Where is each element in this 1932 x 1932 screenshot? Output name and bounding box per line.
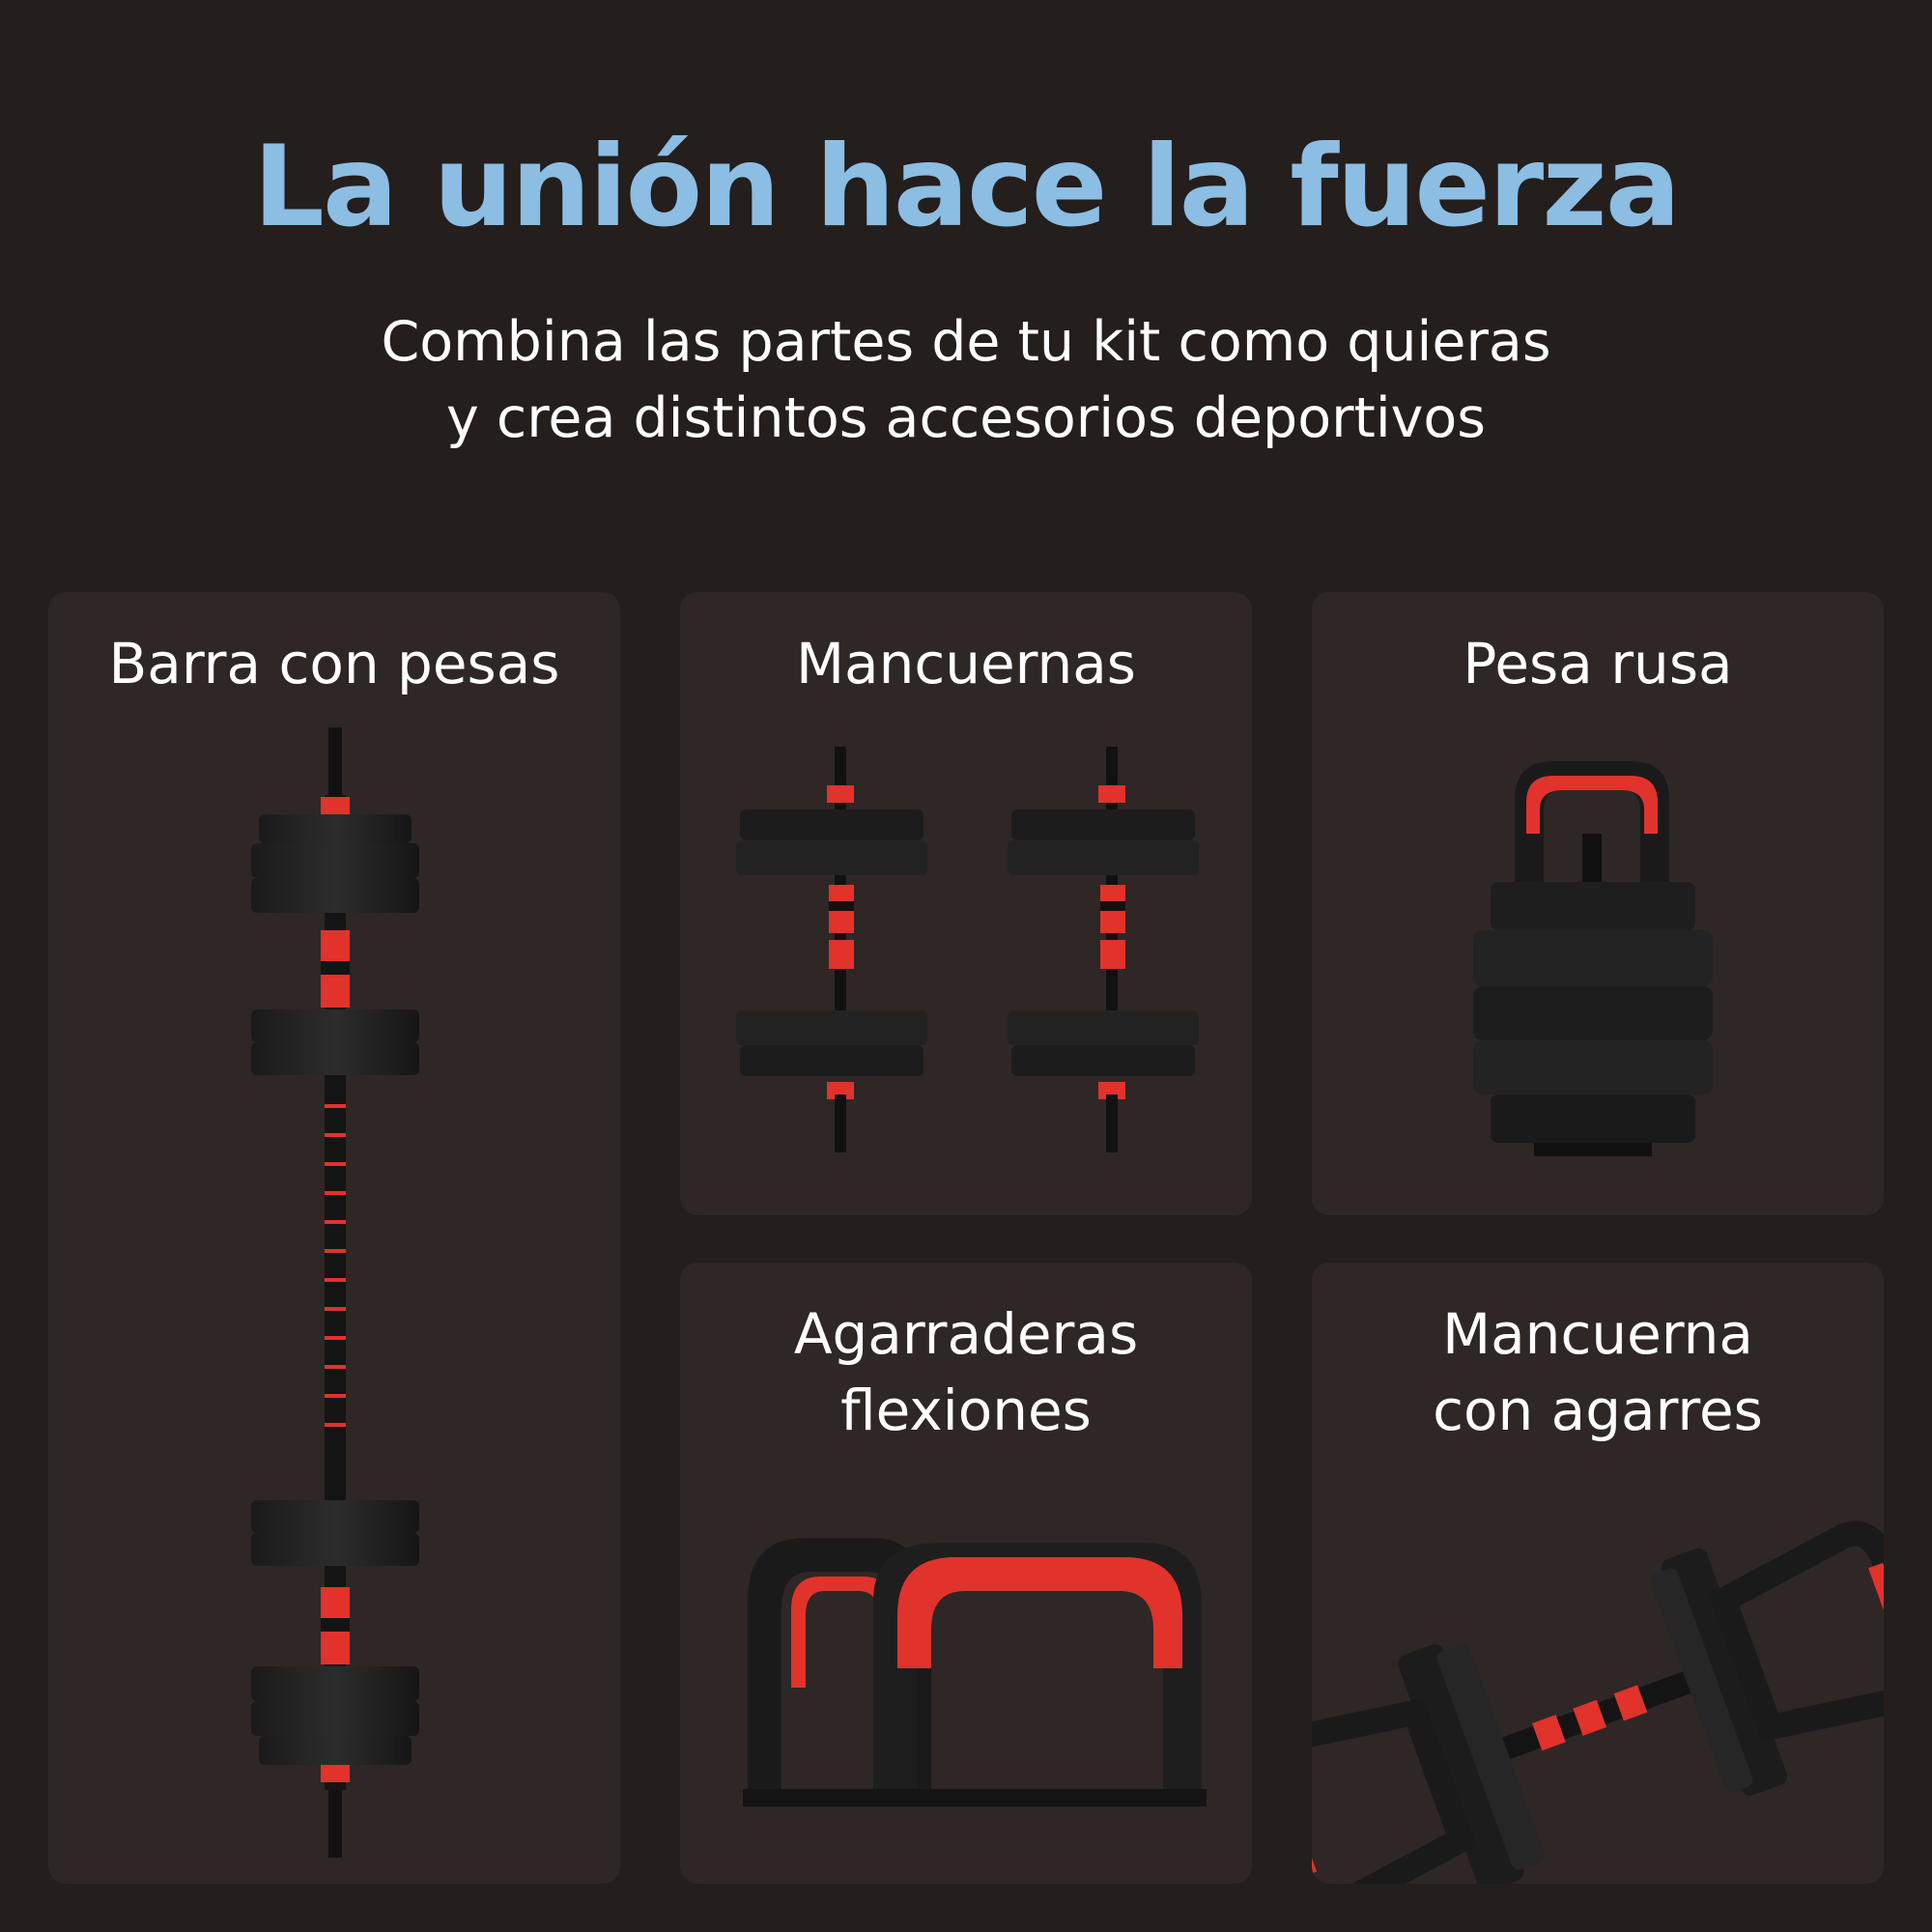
dumbbell-handles-label-line-2: con agarres [1433,1378,1763,1443]
card-dumbbells: Mancuernas [680,592,1252,1215]
dumbbell-right [1008,747,1199,1152]
dumbbell-handles-image [1312,1520,1884,1884]
subtitle-line-2: y crea distintos accesorios deportivos [446,386,1486,450]
card-dumbbell-handles-label: Mancuerna con agarres [1312,1296,1884,1449]
card-dumbbell-handles: Mancuerna con agarres [1312,1263,1884,1884]
page-subtitle: Combina las partes de tu kit como quiera… [0,304,1932,457]
dumbbell-handles-label-line-1: Mancuerna [1442,1301,1753,1367]
dumbbells-image [736,747,1199,1152]
card-pushup-handles-label: Agarraderas flexiones [680,1296,1252,1449]
pushup-label-line-1: Agarraderas [793,1301,1139,1367]
card-dumbbells-label: Mancuernas [795,631,1137,696]
kettlebell-image [1473,761,1713,1156]
subtitle-line-1: Combina las partes de tu kit como quiera… [381,310,1551,374]
card-kettlebell: Pesa rusa [1312,592,1884,1215]
card-barbell: Barra con pesas [48,592,620,1884]
dumbbell-left [736,747,927,1152]
pushup-handles-image [743,1538,1207,1806]
card-barbell-label: Barra con pesas [108,631,560,696]
card-pushup-handles: Agarraderas flexiones [680,1263,1252,1884]
pushup-label-line-2: flexiones [840,1378,1092,1443]
barbell-image [251,727,419,1858]
card-kettlebell-label: Pesa rusa [1463,631,1733,696]
page-title: La unión hace la fuerza [253,122,1681,252]
